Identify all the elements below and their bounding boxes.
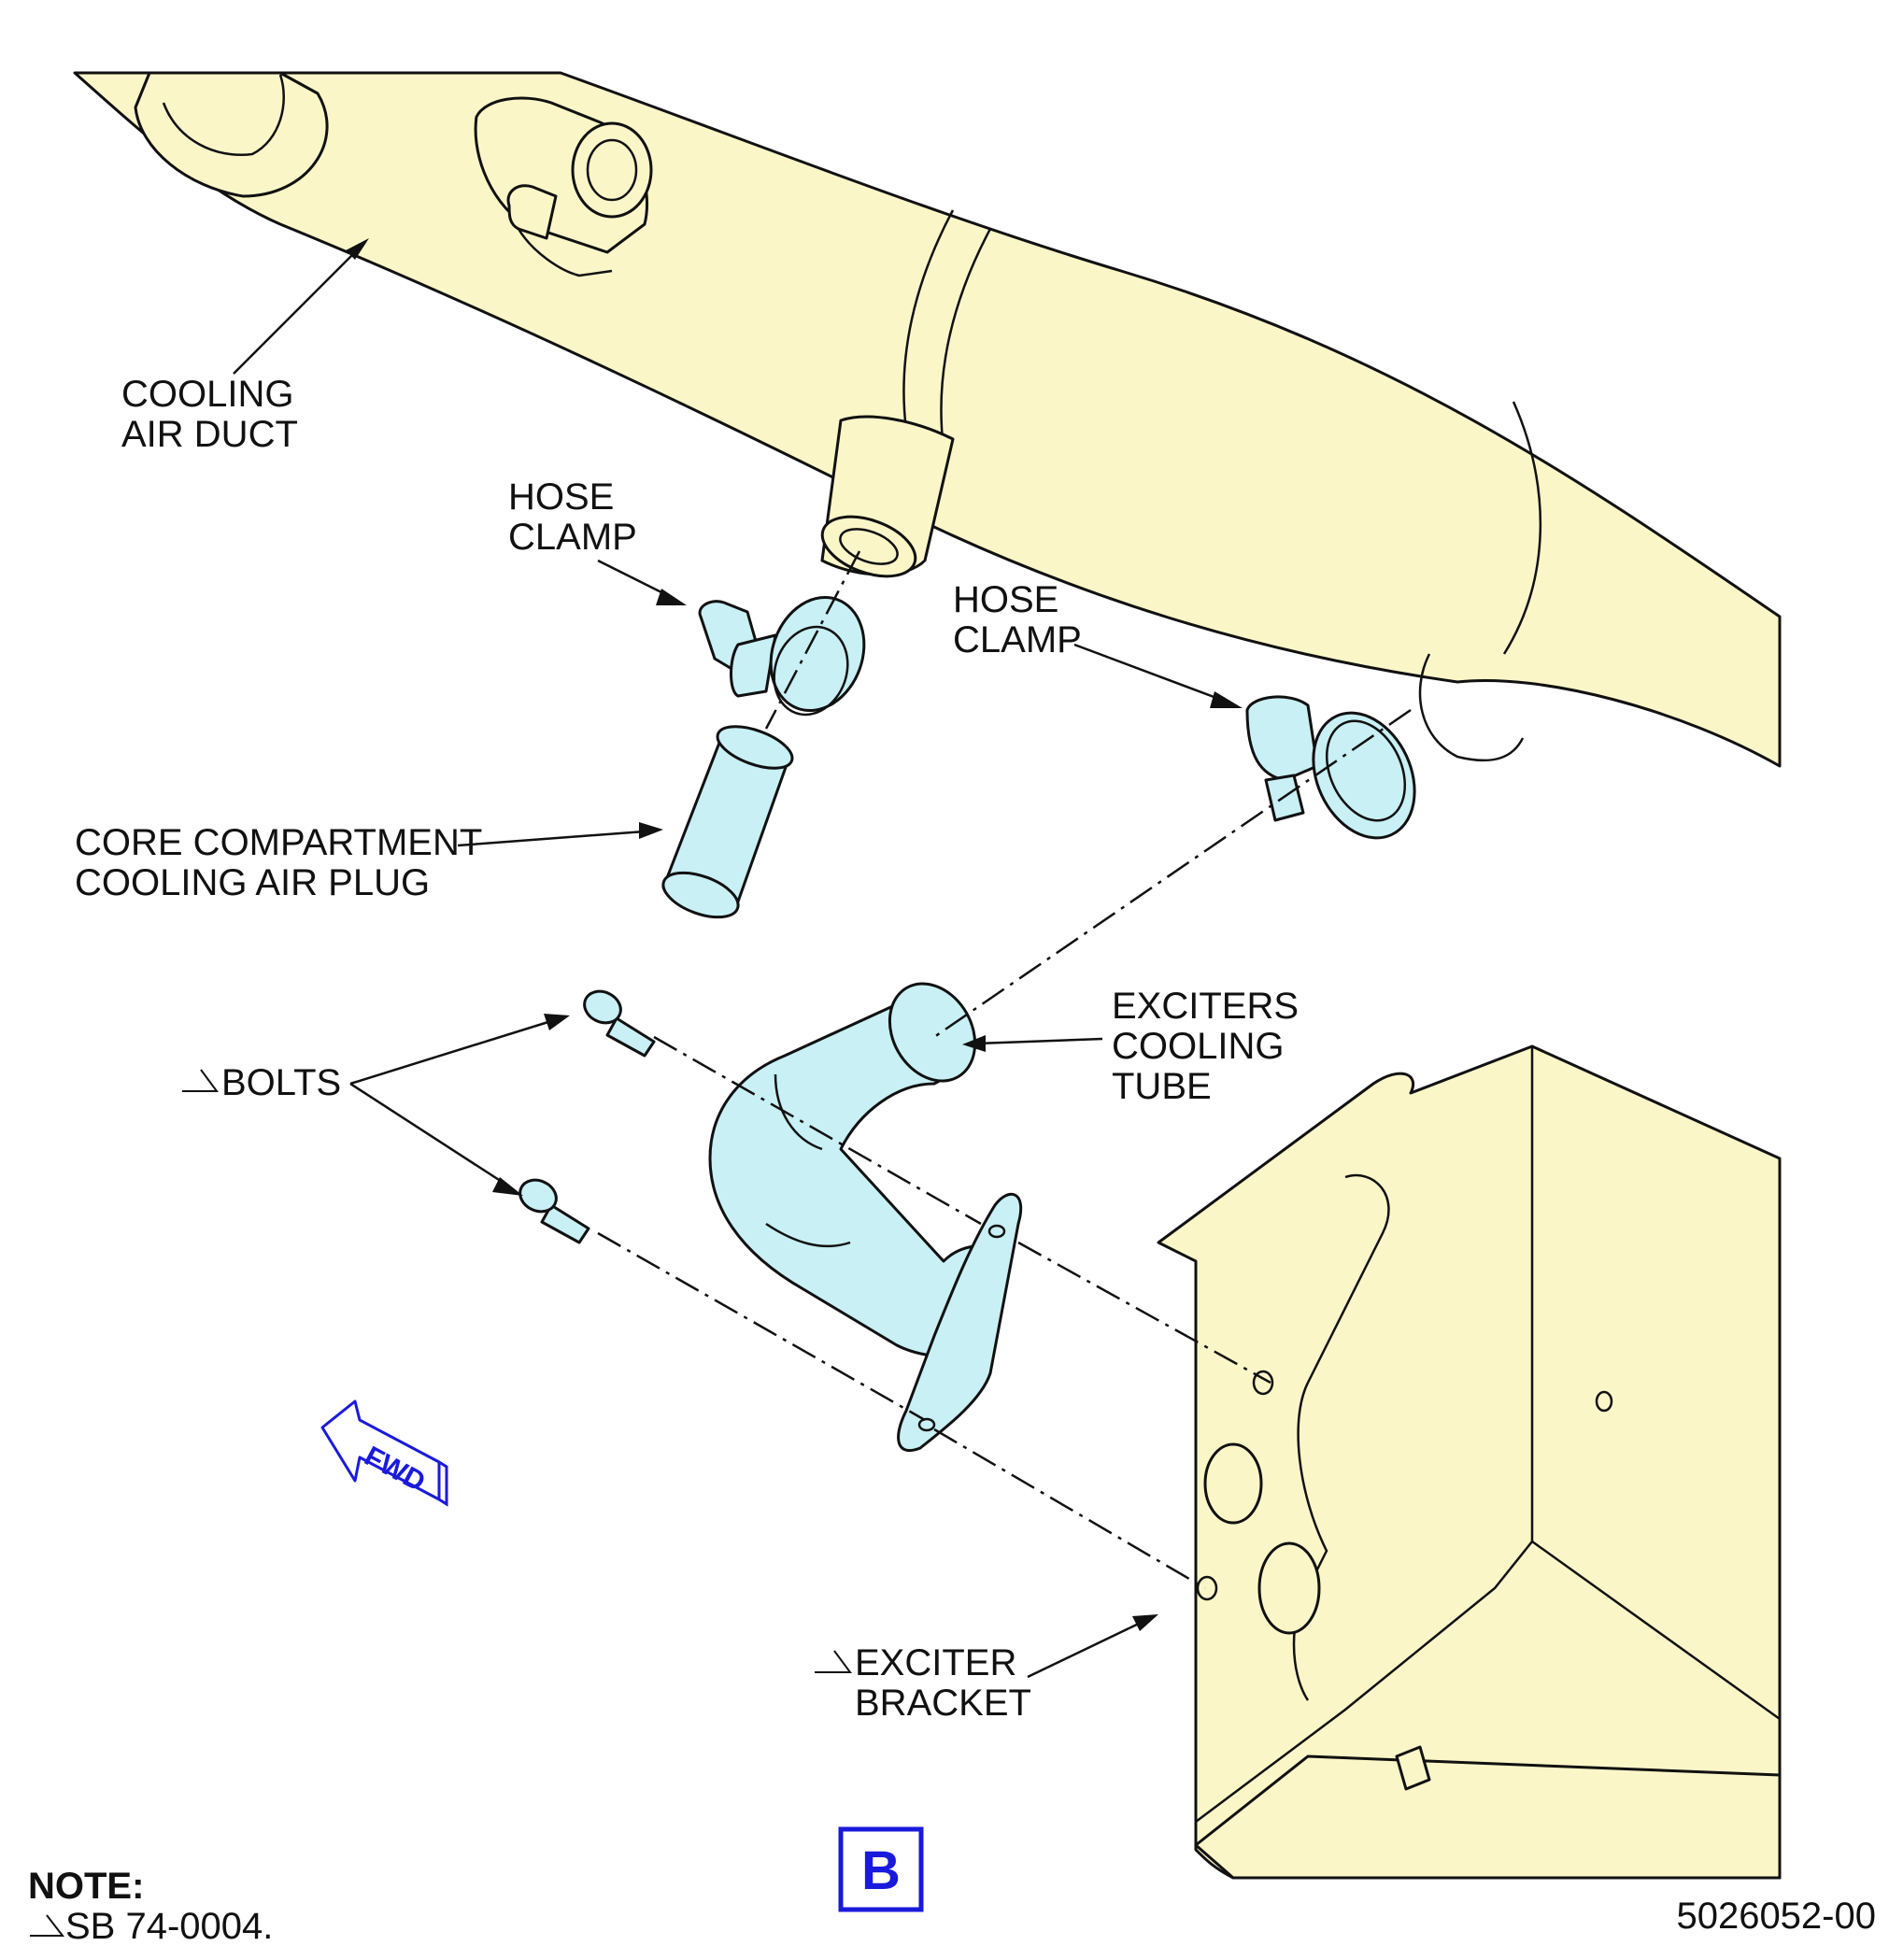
label-hose-clamp-right: HOSE CLAMP bbox=[953, 579, 1082, 660]
bolt-lower bbox=[518, 1178, 590, 1244]
core-compartment-cooling-air-plug bbox=[661, 725, 794, 919]
svg-text:BOLTS: BOLTS bbox=[221, 1062, 341, 1103]
svg-text:CLAMP: CLAMP bbox=[508, 517, 637, 558]
fwd-arrow-icon: FWD bbox=[320, 1399, 448, 1507]
hose-clamp-right bbox=[1245, 695, 1416, 840]
fwd-label: FWD bbox=[360, 1441, 431, 1498]
svg-text:HOSE: HOSE bbox=[953, 579, 1058, 620]
assembly-centerlines bbox=[597, 550, 1412, 1590]
hose-clamp-left bbox=[698, 595, 866, 717]
label-exciter-bracket: EXCITER BRACKET bbox=[815, 1642, 1031, 1724]
svg-text:EXCITERS: EXCITERS bbox=[1112, 986, 1299, 1027]
exciters-cooling-tube bbox=[708, 982, 1023, 1453]
cooling-air-duct bbox=[73, 71, 1782, 768]
label-cooling-air-duct: COOLING AIR DUCT bbox=[121, 374, 298, 455]
svg-text:CLAMP: CLAMP bbox=[953, 619, 1082, 660]
svg-text:EXCITER: EXCITER bbox=[855, 1642, 1016, 1683]
label-core-compartment-plug: CORE COMPARTMENT COOLING AIR PLUG bbox=[75, 822, 482, 903]
bolt-upper bbox=[583, 989, 656, 1058]
label-exciters-cooling-tube: EXCITERS COOLING TUBE bbox=[1112, 986, 1299, 1107]
svg-text:HOSE: HOSE bbox=[508, 476, 614, 518]
exciter-bracket bbox=[1157, 1044, 1782, 1880]
svg-text:COOLING AIR PLUG: COOLING AIR PLUG bbox=[75, 862, 430, 903]
svg-text:COOLING: COOLING bbox=[1112, 1026, 1284, 1067]
svg-text:BRACKET: BRACKET bbox=[855, 1683, 1031, 1724]
svg-text:COOLING: COOLING bbox=[121, 374, 293, 415]
svg-text:CORE COMPARTMENT: CORE COMPARTMENT bbox=[75, 822, 482, 863]
view-letter: B bbox=[861, 1840, 901, 1901]
svg-text:TUBE: TUBE bbox=[1112, 1066, 1212, 1107]
note-heading: NOTE: bbox=[28, 1866, 144, 1907]
label-bolts: BOLTS bbox=[182, 1062, 341, 1103]
note-block: NOTE: SB 74-0004. bbox=[28, 1866, 273, 1947]
leader-lines bbox=[233, 238, 1243, 1679]
label-hose-clamp-left: HOSE CLAMP bbox=[508, 476, 637, 558]
figure-number: 5026052-00 bbox=[1676, 1896, 1876, 1937]
svg-text:AIR DUCT: AIR DUCT bbox=[121, 414, 298, 455]
view-letter-box: B bbox=[838, 1826, 924, 1912]
note-text: SB 74-0004. bbox=[65, 1906, 273, 1947]
